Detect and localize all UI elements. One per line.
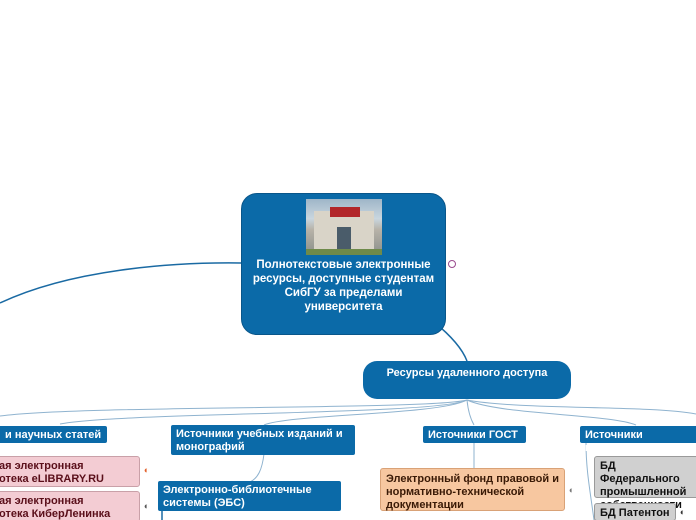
item-patenton[interactable]: БД Патентон xyxy=(594,503,676,520)
link-remote-gost xyxy=(466,399,475,426)
link-icon-orange[interactable]: ◐ xyxy=(143,465,150,475)
link-remote-textbooks xyxy=(263,399,468,426)
link-remote-patents xyxy=(466,399,637,426)
remote-access-node[interactable]: Ресурсы удаленного доступа xyxy=(363,361,571,399)
link-remote-articles xyxy=(59,399,468,425)
collapse-toggle-icon[interactable] xyxy=(448,260,456,268)
item-gost-fund[interactable]: Электронный фонд правовой и нормативно-т… xyxy=(380,468,565,511)
photo-grass xyxy=(306,249,382,255)
photo-door xyxy=(337,227,351,249)
link-icon[interactable]: ◐ xyxy=(143,501,150,511)
link-icon[interactable]: ◐ xyxy=(568,485,575,495)
link-textbooks-ebs xyxy=(249,453,265,483)
category-articles[interactable]: и научных статей xyxy=(0,426,107,443)
item-fips[interactable]: БД Федерального промышленной собственнос… xyxy=(594,456,696,511)
link-icon[interactable]: ◐ xyxy=(679,507,686,517)
link-central-left xyxy=(0,262,242,304)
category-textbooks[interactable]: Источники учебных изданий и монографий xyxy=(171,425,355,455)
central-topic[interactable]: Полнотекстовые электронные ресурсы, дост… xyxy=(241,193,446,335)
item-ebs[interactable]: Электронно-библиотечные системы (ЭБС) xyxy=(158,481,341,511)
item-cyberleninka[interactable]: ая электронная отека КиберЛенинка xyxy=(0,491,140,520)
category-gost[interactable]: Источники ГОСТ xyxy=(423,426,526,443)
link-remote-right-edge xyxy=(466,399,696,415)
central-topic-title: Полнотекстовые электронные ресурсы, дост… xyxy=(252,259,435,313)
category-patents[interactable]: Источники патентов xyxy=(580,426,696,454)
photo-sign xyxy=(330,207,360,217)
item-elibrary[interactable]: ая электронная отека eLIBRARY.RU xyxy=(0,456,140,487)
link-remote-left-edge xyxy=(0,399,468,417)
library-building-photo xyxy=(306,199,382,255)
link-patents-items xyxy=(585,442,595,520)
